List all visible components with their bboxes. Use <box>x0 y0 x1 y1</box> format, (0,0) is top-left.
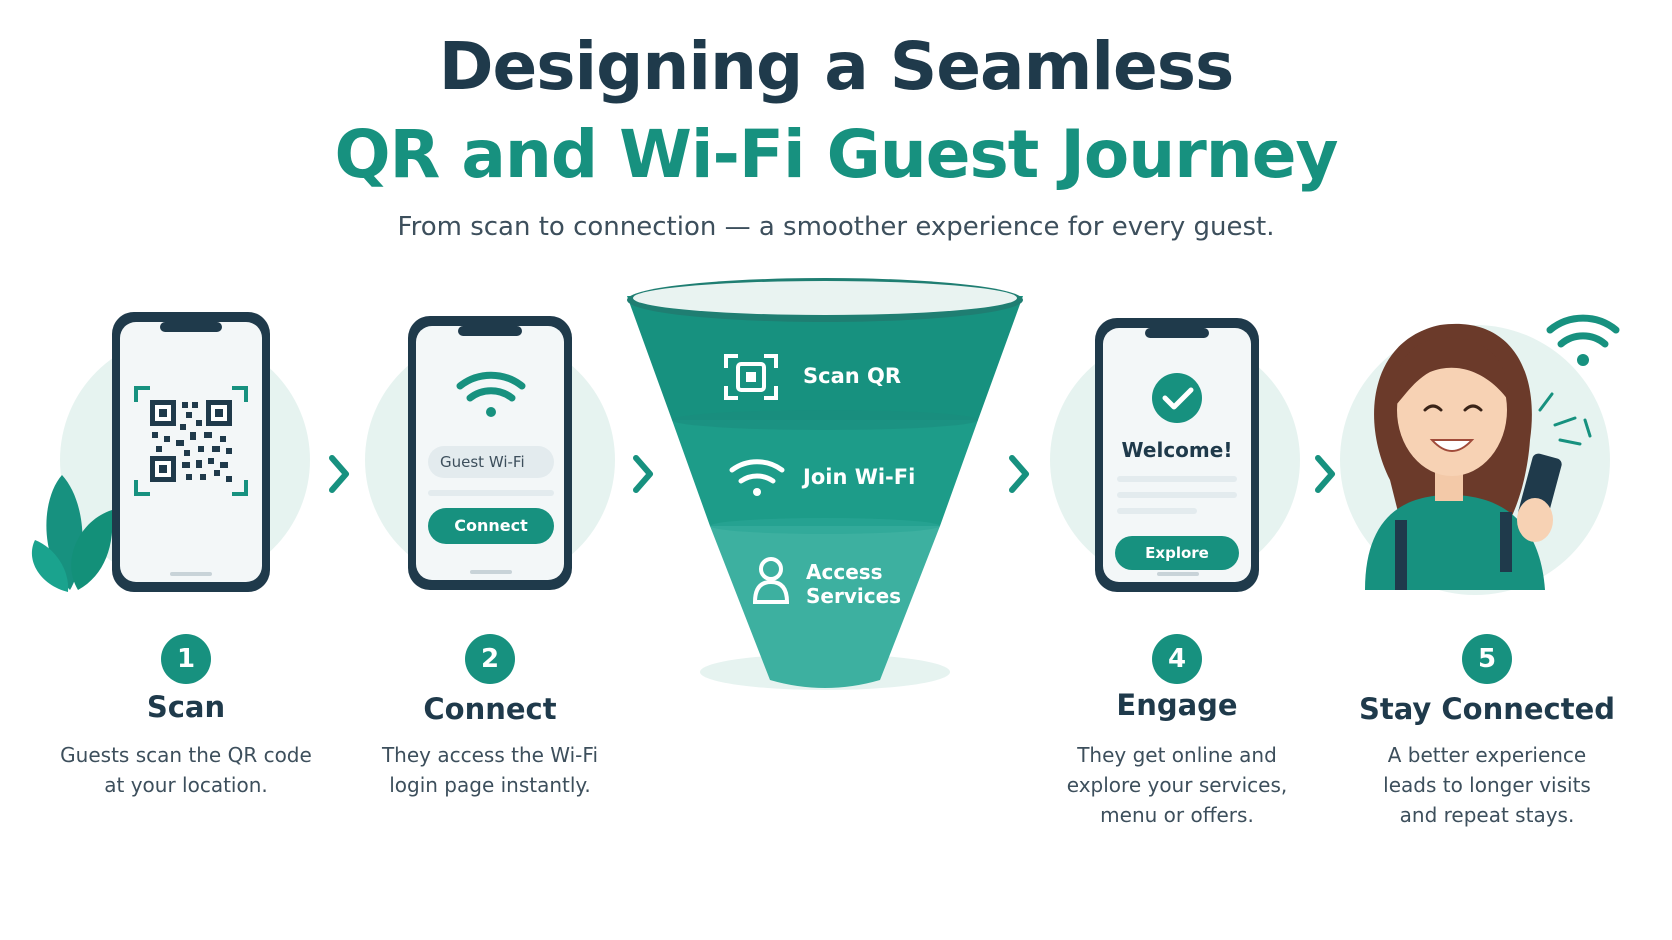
connect-button[interactable]: Connect <box>454 516 528 535</box>
funnel-wifi-icon <box>729 459 785 496</box>
step-title-4: Engage <box>1116 688 1238 722</box>
step-title-2: Connect <box>423 692 557 726</box>
step-number-2: 2 <box>465 634 515 684</box>
check-icon <box>1152 373 1202 423</box>
step-desc-5: A better experience leads to longer visi… <box>1383 743 1591 827</box>
wifi-icon <box>456 371 526 417</box>
qr-scan-icon <box>724 354 778 400</box>
guest-person-icon <box>1365 314 1620 590</box>
step-desc-1: Guests scan the QR code at your location… <box>60 743 312 797</box>
page-title-line1: Designing a Seamless <box>438 28 1235 105</box>
phone-qr-icon <box>112 312 270 592</box>
arrow-right-icon-3 <box>1009 455 1029 493</box>
step-desc-2: They access the Wi-Fi login page instant… <box>381 743 599 797</box>
step-title-1: Scan <box>146 690 226 724</box>
explore-button[interactable]: Explore <box>1145 544 1209 562</box>
phone-connect-icon <box>408 316 572 590</box>
arrow-right-icon-2 <box>633 455 653 493</box>
plant-icon <box>31 475 113 592</box>
funnel-access-line2: Services <box>806 584 902 608</box>
arrow-right-icon-1 <box>329 455 349 493</box>
funnel-stage-access-label: Access Services <box>806 560 901 608</box>
guest-wifi-field[interactable]: Guest Wi-Fi <box>440 453 525 471</box>
step-number-5: 5 <box>1462 634 1512 684</box>
step-desc-4: They get online and explore your service… <box>1066 743 1288 827</box>
step-title-5: Stay Connected <box>1358 692 1616 726</box>
arrow-right-icon-4 <box>1315 455 1335 493</box>
phone-welcome-icon <box>1095 318 1259 592</box>
user-icon <box>752 557 790 604</box>
funnel-stage-wifi-label: Join Wi-Fi <box>803 465 916 489</box>
step-number-1: 1 <box>161 634 211 684</box>
person-wifi-icon <box>1546 314 1620 366</box>
step-number-4: 4 <box>1152 634 1202 684</box>
funnel-access-line1: Access <box>806 560 883 584</box>
funnel-stage-scan-label: Scan QR <box>803 364 902 388</box>
page-subtitle: From scan to connection — a smoother exp… <box>397 212 1275 242</box>
welcome-text: Welcome! <box>1121 438 1233 462</box>
funnel-diagram <box>627 278 1023 690</box>
page-title-line2: QR and Wi-Fi Guest Journey <box>334 116 1338 193</box>
